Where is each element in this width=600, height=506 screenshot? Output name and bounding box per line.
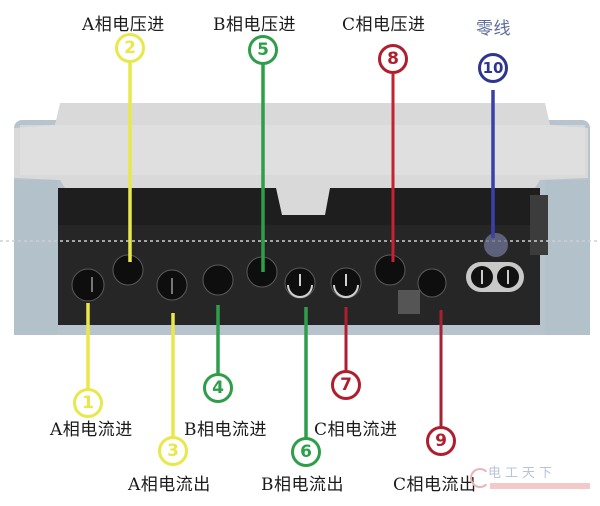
label-c-phase-voltage-in: C相电压进 (342, 15, 426, 35)
label-neutral: 零线 (476, 19, 511, 39)
marker-9: 9 (426, 426, 456, 456)
watermark: 电工天下 (488, 466, 557, 481)
label-b-phase-current-in: B相电流进 (184, 420, 267, 440)
marker-2: 2 (115, 33, 145, 63)
marker-1: 1 (73, 388, 103, 418)
watermark-logo-icon (470, 468, 490, 488)
watermark-bar (490, 483, 590, 489)
terminal-screws (71, 254, 447, 302)
label-a-phase-current-out: A相电流出 (128, 475, 211, 495)
marker-4: 4 (203, 373, 233, 403)
marker-7: 7 (331, 370, 361, 400)
marker-5: 5 (248, 35, 278, 65)
marker-8: 8 (378, 44, 408, 74)
label-c-phase-current-in: C相电流进 (314, 420, 398, 440)
marker-6: 6 (291, 437, 321, 467)
label-b-phase-current-out: B相电流出 (261, 475, 344, 495)
marker-3: 3 (158, 436, 188, 466)
label-c-phase-current-out: C相电流出 (393, 475, 477, 495)
label-b-phase-voltage-in: B相电压进 (213, 15, 296, 35)
marker-10: 10 (478, 53, 508, 83)
label-a-phase-voltage-in: A相电压进 (82, 15, 165, 35)
label-a-phase-current-in: A相电流进 (50, 420, 133, 440)
